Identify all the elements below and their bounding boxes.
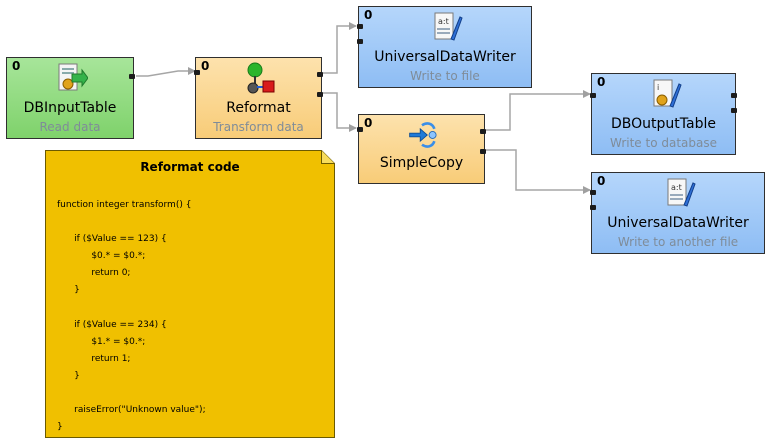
node-title: UniversalDataWriter	[374, 49, 516, 65]
edge-simplecopy-writer2[interactable]	[486, 149, 591, 194]
input-port[interactable]	[194, 70, 200, 75]
input-port[interactable]	[590, 190, 596, 195]
node-title: DBOutputTable	[611, 116, 716, 132]
edge-dbinput-reformat[interactable]	[136, 67, 196, 77]
output-port-0[interactable]	[317, 72, 323, 77]
output-port-1[interactable]	[480, 149, 486, 154]
input-port-2[interactable]	[590, 205, 596, 210]
node-db-input-table[interactable]: 0 DBInputTable Read data	[6, 57, 135, 139]
node-title: Reformat	[226, 100, 291, 116]
input-port[interactable]	[357, 127, 363, 132]
output-port[interactable]	[731, 93, 737, 98]
svg-text:a:t: a:t	[438, 17, 449, 26]
node-db-output-table[interactable]: 0 i DBOutputTable Write to database	[590, 73, 737, 155]
node-title: UniversalDataWriter	[607, 215, 749, 231]
edge-simplecopy-dboutput[interactable]	[486, 90, 591, 131]
output-port-0[interactable]	[480, 129, 486, 134]
node-description: Write to another file	[617, 235, 739, 249]
output-port-1[interactable]	[317, 92, 323, 97]
reformat-code-note[interactable]: Reformat code function integer transform…	[45, 150, 335, 438]
node-simple-copy[interactable]: 0 SimpleCopy	[357, 114, 486, 184]
input-port[interactable]	[590, 93, 596, 98]
input-port[interactable]	[357, 24, 363, 29]
database-writer-icon: i	[653, 79, 682, 108]
phase-label: 0	[597, 75, 606, 89]
edge-reformat-writer1[interactable]	[322, 22, 357, 74]
svg-text:a:t: a:t	[671, 183, 682, 192]
reformat-icon	[247, 62, 274, 94]
database-reader-icon	[58, 63, 88, 91]
edge-reformat-simplecopy[interactable]	[322, 92, 357, 132]
output-port[interactable]	[129, 74, 135, 79]
output-port-2[interactable]	[731, 108, 737, 113]
node-reformat[interactable]: 0 Reformat Transform data	[194, 57, 323, 139]
copy-arrows-icon	[408, 122, 437, 148]
phase-label: 0	[364, 8, 373, 22]
phase-label: 0	[12, 59, 21, 73]
node-universal-data-writer-1[interactable]: 0 a:t UniversalDataWriter Write to file	[357, 6, 532, 88]
file-writer-icon: a:t	[667, 178, 696, 207]
node-description: Read data	[39, 120, 101, 134]
node-title: DBInputTable	[23, 100, 117, 116]
node-description: Write to file	[410, 69, 480, 83]
node-description: Transform data	[213, 120, 304, 134]
file-writer-icon: a:t	[434, 12, 463, 41]
note-code: function integer transform() { if ($Valu…	[57, 200, 206, 433]
node-universal-data-writer-2[interactable]: 0 a:t UniversalDataWriter Write to anoth…	[590, 172, 765, 254]
node-description: Write to database	[610, 136, 717, 150]
node-title: SimpleCopy	[379, 155, 464, 171]
note-background	[45, 150, 335, 438]
phase-label: 0	[364, 116, 373, 130]
phase-label: 0	[597, 174, 606, 188]
note-title: Reformat code	[140, 160, 240, 174]
input-port-2[interactable]	[357, 39, 363, 44]
svg-text:i: i	[657, 83, 659, 92]
phase-label: 0	[201, 59, 210, 73]
